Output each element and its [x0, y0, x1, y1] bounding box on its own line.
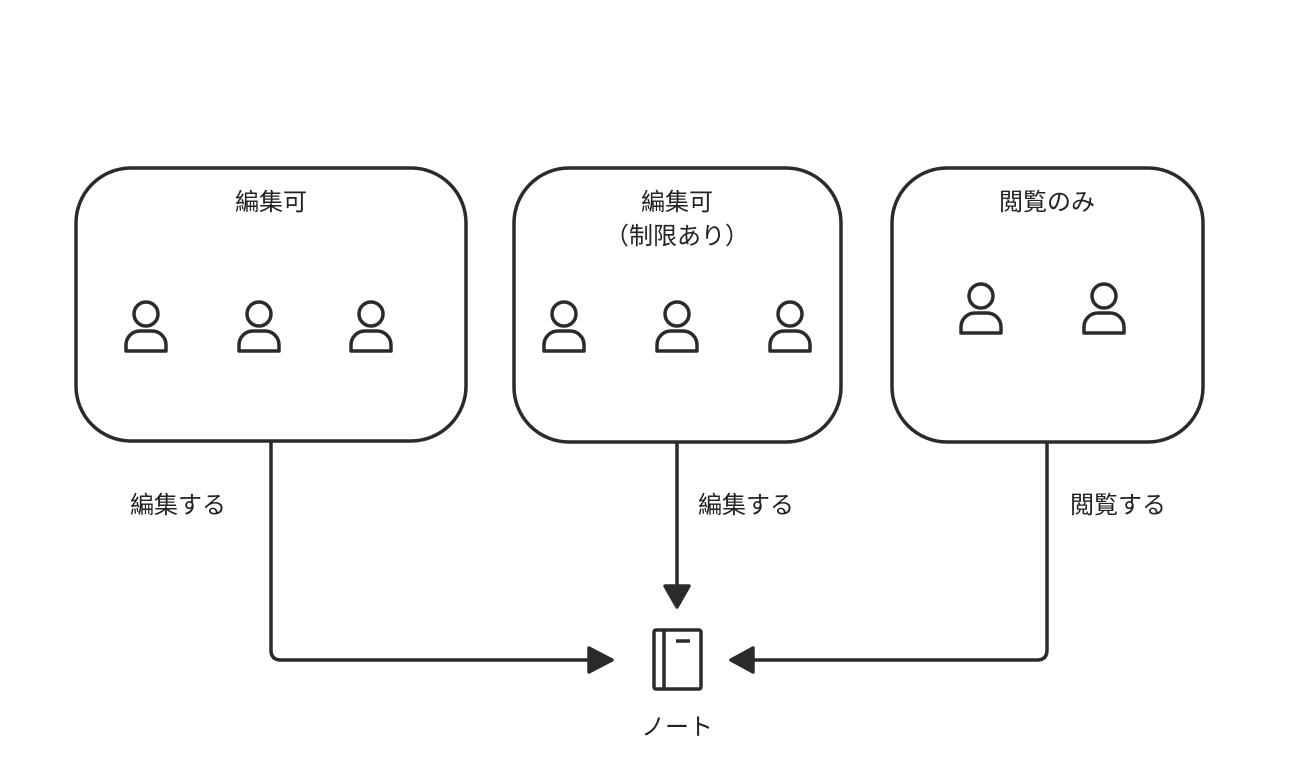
group-title: 編集可 [641, 188, 713, 216]
notebook-label: ノート [641, 713, 713, 741]
notebook-icon [652, 628, 703, 691]
edge-edit-left: 編集する [130, 442, 614, 674]
edge-label: 閲覧する [1070, 491, 1166, 519]
arrowhead-icon [587, 646, 614, 674]
arrowhead-icon [729, 646, 755, 674]
group-title: 編集可 [235, 188, 307, 216]
arrowhead-icon [663, 584, 691, 609]
group-subtitle: （制限あり） [605, 222, 749, 250]
edge-label: 編集する [698, 491, 794, 519]
group-box-edit-restricted: 編集可 （制限あり） [512, 166, 843, 444]
group-box-view-only: 閲覧のみ [890, 166, 1205, 444]
edge-label: 編集する [130, 491, 226, 519]
notebook-node: ノート [641, 628, 713, 741]
edge-edit-middle: 編集する [663, 442, 794, 609]
edge-view-right: 閲覧する [729, 442, 1166, 674]
group-box-edit: 編集可 [74, 166, 468, 443]
group-title: 閲覧のみ [999, 188, 1095, 216]
